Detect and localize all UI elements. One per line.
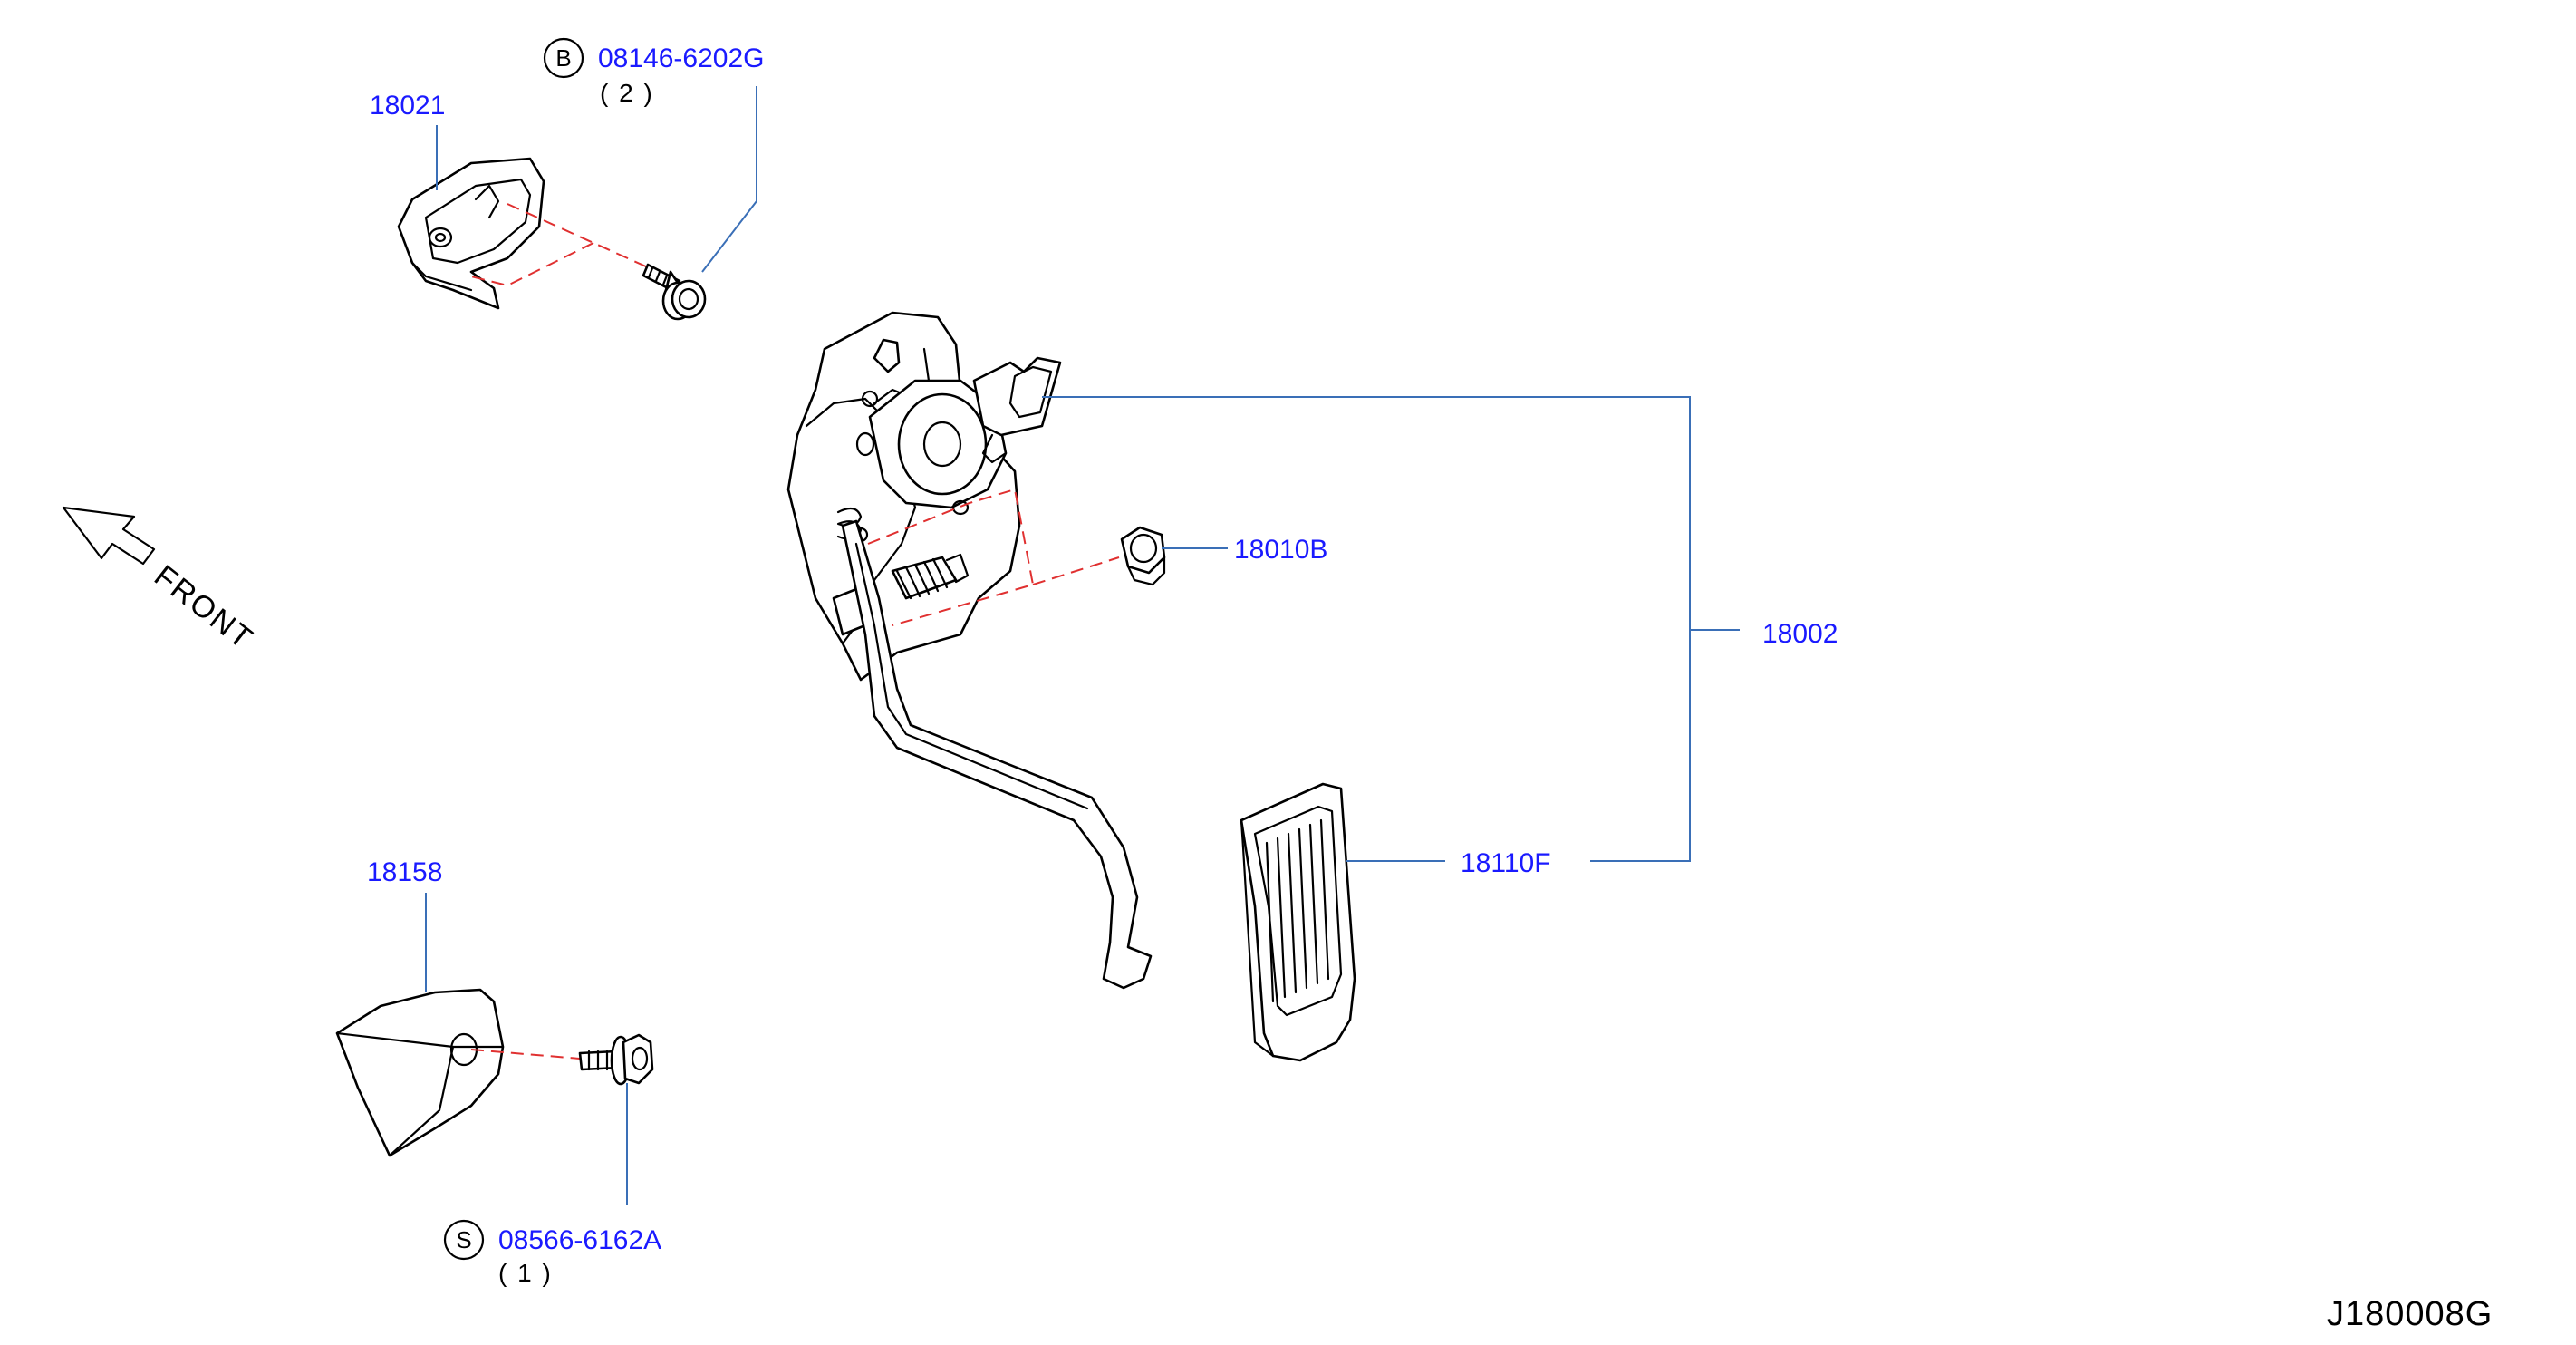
leader-pedal-assembly xyxy=(1042,396,1740,862)
bolt-b-part-number[interactable]: 08146-6202G xyxy=(598,44,765,73)
bracket-18021-drawing xyxy=(397,157,545,310)
bracket-alignment-dash xyxy=(470,203,649,287)
bolt-s-code-circle xyxy=(443,1219,485,1261)
pedal-assembly-part-number[interactable]: 18002 xyxy=(1762,619,1838,649)
diagram-reference-code: J180008G xyxy=(2327,1295,2493,1333)
pedal-alignment-dash xyxy=(867,488,1120,626)
bolt-b-quantity: ( 2 ) xyxy=(600,79,654,107)
bracket-part-number[interactable]: 18021 xyxy=(370,91,445,121)
bolt-s-quantity: ( 1 ) xyxy=(498,1259,553,1287)
stopper-alignment-dash xyxy=(470,1049,581,1060)
bolt-s-part-number[interactable]: 08566-6162A xyxy=(498,1225,661,1255)
bolt-08146-drawing xyxy=(642,263,707,321)
pedal-pad-18110f-drawing xyxy=(1240,782,1356,1062)
nut-18010b-drawing xyxy=(1120,526,1166,586)
bolt-08566-drawing xyxy=(578,1033,654,1086)
nut-part-number[interactable]: 18010B xyxy=(1234,535,1327,565)
bolt-b-code-circle xyxy=(543,37,584,79)
pedal-pad-part-number[interactable]: 18110F xyxy=(1461,848,1551,878)
stopper-18158-drawing xyxy=(335,988,505,1157)
leader-bolt-b xyxy=(701,86,757,273)
bolt-b-code-letter: B xyxy=(555,44,571,72)
pedal-assembly-drawing xyxy=(786,311,1153,990)
bolt-s-code-letter: S xyxy=(456,1226,471,1253)
stopper-part-number[interactable]: 18158 xyxy=(367,857,442,887)
front-label: FRONT xyxy=(148,558,260,656)
front-arrow-icon xyxy=(62,506,156,566)
